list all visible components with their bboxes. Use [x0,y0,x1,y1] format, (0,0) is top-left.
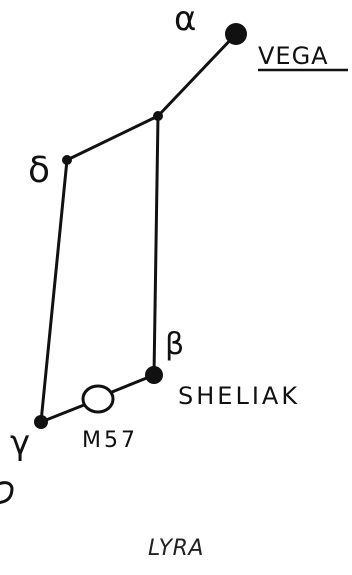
sheliak-name-label: SHELIAK [178,382,300,410]
star-beta [145,366,163,384]
zeta-partial-glyph [0,481,14,504]
m57-ring-nebula [81,384,115,414]
line-vega-zeta [156,32,238,118]
m57-label: M57 [82,428,138,453]
line-gamma-m57 [39,403,86,424]
beta-greek-label: β [165,327,184,362]
line-zeta-delta [65,114,160,162]
star-vega [225,23,247,45]
star-delta [62,155,72,165]
vega-greek-label: α [174,0,196,39]
star-zeta [153,111,163,121]
line-delta-gamma [39,158,69,424]
vega-name-label: VEGA [258,42,329,70]
star-gamma [34,415,48,429]
line-zeta-beta [152,114,160,377]
constellation-lines [39,32,238,424]
delta-greek-label: δ [28,150,50,191]
diagram-caption: LYRA [148,536,204,561]
gamma-greek-label: γ [10,423,30,463]
